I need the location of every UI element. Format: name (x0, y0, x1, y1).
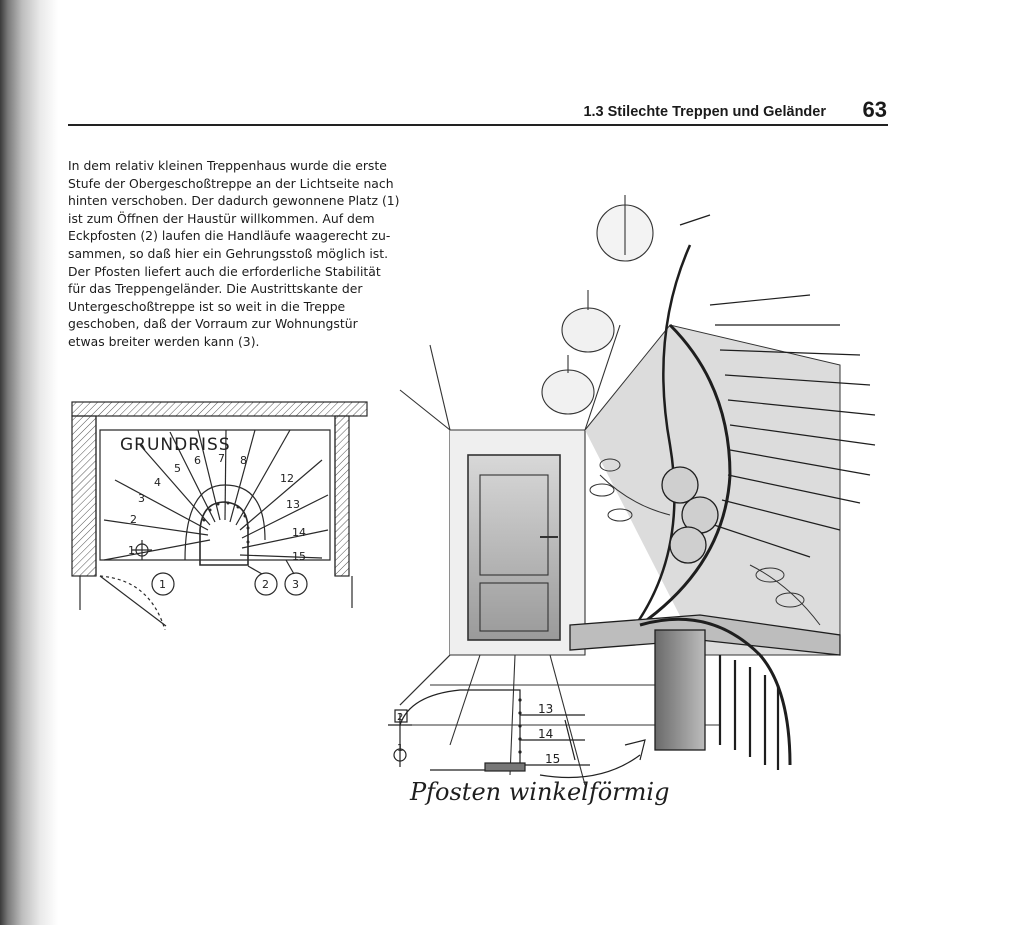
detail-number: 13 (538, 702, 553, 716)
body-line: sammen, so daß hier ein Gehrungsstoß mög… (68, 245, 389, 261)
header-rule (68, 124, 888, 126)
step-number: 7 (218, 452, 225, 465)
step-number: 3 (138, 492, 145, 505)
callout-number: 1 (159, 578, 166, 591)
body-line: Der Pfosten liefert auch die erforderlic… (68, 263, 381, 279)
body-line: etwas breiter werden kann (3). (68, 333, 260, 349)
step-number: 5 (174, 462, 181, 475)
perspective-sketch: 1 2 13 14 15 Pfosten winkelförmig (388, 195, 876, 806)
step-number: 12 (280, 472, 294, 485)
callout-number: 2 (262, 578, 269, 591)
step-number: 4 (154, 476, 161, 489)
body-line: für das Treppengeländer. Die Austrittska… (68, 281, 363, 297)
detail-number: 14 (538, 727, 553, 741)
step-number: 2 (130, 513, 137, 526)
page-number: 63 (862, 97, 887, 122)
step-number: 14 (292, 526, 306, 539)
step-number: 15 (292, 550, 306, 563)
body-line: hinten verschoben. Der dadurch gewonnene… (68, 193, 400, 209)
body-paragraph: In dem relativ kleinen Treppenhaus wurde… (68, 157, 408, 351)
body-line: Eckpfosten (2) laufen die Handläufe waag… (68, 228, 391, 244)
detail-number: 1 (397, 743, 403, 754)
step-number: 1 (128, 544, 135, 557)
body-line: Untergeschoßtreppe ist so weit in die Tr… (68, 298, 346, 314)
section-title: 1.3 Stilechte Treppen und Geländer (583, 104, 826, 120)
callout-number: 3 (292, 578, 299, 591)
body-line: ist zum Öffnen der Haustür willkommen. A… (68, 210, 375, 226)
detail-number: 15 (545, 752, 560, 766)
body-line: Stufe der Obergeschoßtreppe an der Licht… (68, 175, 394, 191)
body-line: In dem relativ kleinen Treppenhaus wurde… (68, 158, 387, 173)
step-number: 13 (286, 498, 300, 511)
body-line: geschoben, daß der Vorraum zur Wohnungst… (68, 316, 358, 332)
floor-plan-title: GRUNDRISS (120, 435, 231, 455)
detail-number: 2 (397, 712, 403, 723)
step-number: 8 (240, 454, 247, 467)
step-number: 6 (194, 454, 201, 467)
floor-plan-sketch: GRUNDRISS 1 2 3 4 5 6 7 8 12 13 14 15 1 … (71, 401, 368, 630)
handwritten-caption: Pfosten winkelförmig (409, 778, 669, 806)
book-gutter-shadow (0, 0, 58, 925)
